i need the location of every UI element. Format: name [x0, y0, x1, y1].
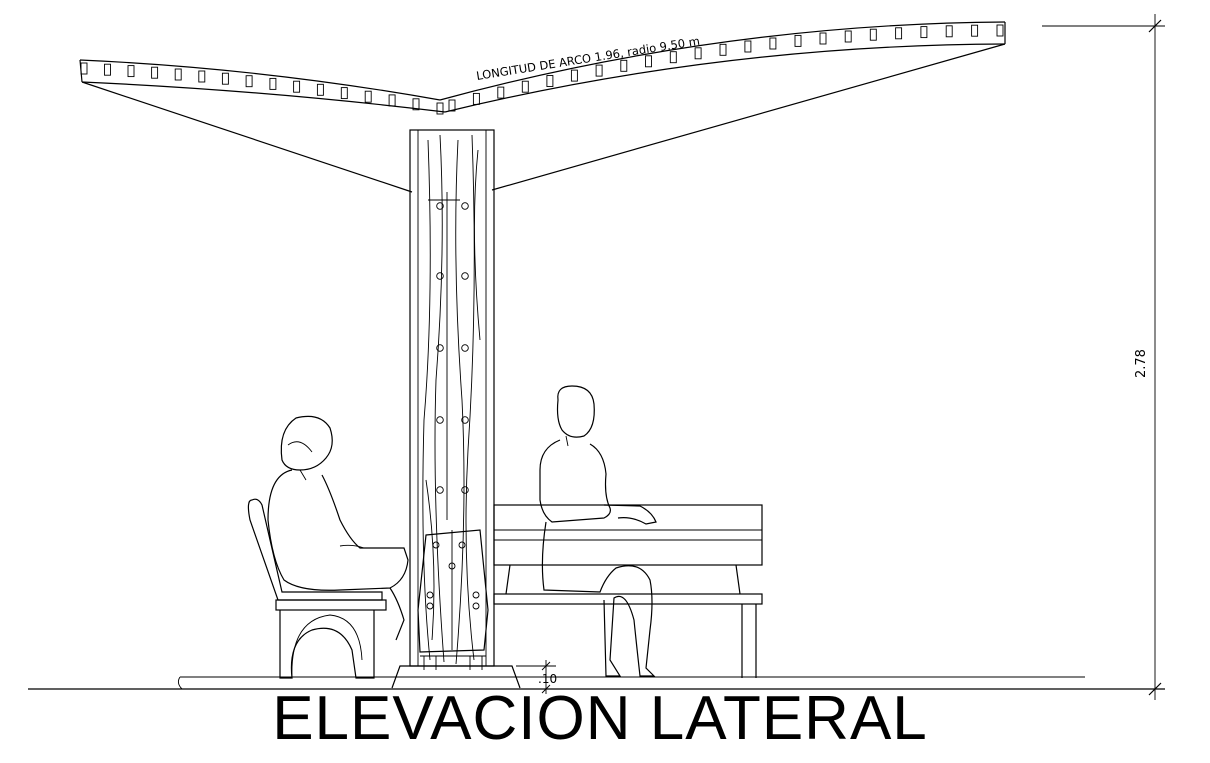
roof-slat — [364, 90, 372, 103]
base-dimension-label: .10 — [538, 672, 557, 686]
roof-slat — [412, 98, 420, 111]
bolt — [436, 486, 444, 494]
roof-slat — [174, 68, 182, 81]
roof-slat — [436, 102, 444, 115]
column-bolts — [426, 202, 480, 610]
roof-slat — [595, 64, 603, 77]
base-bolt — [472, 602, 480, 610]
roof-slat — [769, 37, 777, 50]
roof-slat — [340, 87, 348, 100]
roof-slat — [198, 70, 206, 83]
arc-length-note: LONGITUD DE ARCO 1.96, radio 9.50 m — [475, 34, 700, 83]
roof-slat — [269, 77, 277, 90]
column-base — [391, 529, 521, 689]
roof-slat — [996, 24, 1004, 37]
roof-slat — [645, 55, 652, 68]
height-dimension-label: 2.78 — [1134, 349, 1149, 378]
roof-slat — [694, 47, 702, 60]
left-bench — [247, 498, 387, 679]
roof-slat — [472, 92, 480, 105]
roof-slat — [448, 99, 456, 112]
base-bolt — [458, 541, 466, 549]
roof-slat — [293, 80, 301, 93]
roof-slat — [388, 94, 396, 107]
roof-slats — [80, 24, 1004, 115]
roof-slat — [521, 80, 529, 93]
roof-slat — [971, 24, 979, 37]
bolt — [461, 202, 469, 210]
roof-slat — [127, 65, 135, 78]
wooden-column — [409, 129, 495, 667]
bolt — [461, 272, 469, 280]
bolt — [436, 344, 444, 352]
base-bolt — [432, 541, 440, 549]
roof-slat — [620, 59, 628, 72]
roof-slat — [895, 27, 903, 40]
roof-slat — [920, 26, 928, 39]
roof-slat — [245, 75, 253, 88]
roof-slat — [104, 63, 111, 76]
roof-slat — [719, 43, 727, 56]
bolt — [436, 202, 444, 210]
roof-slat — [794, 34, 802, 47]
bolt — [436, 272, 444, 280]
right-bench — [493, 504, 763, 678]
roof-slat — [819, 32, 827, 45]
seated-person-right — [539, 385, 657, 677]
bolt — [461, 344, 469, 352]
ground-line — [28, 676, 1165, 690]
roof-slat — [869, 28, 877, 41]
roof-slat — [151, 66, 159, 79]
roof-slat — [80, 62, 88, 75]
roof-slat — [221, 72, 229, 85]
bolt — [461, 416, 469, 424]
roof-slat — [570, 69, 578, 82]
height-dimension — [1042, 14, 1165, 700]
base-bolt — [426, 602, 434, 610]
roof-slat — [546, 75, 554, 87]
base-bolt — [426, 591, 434, 599]
base-dimension — [516, 660, 556, 694]
roof-slat — [497, 86, 505, 99]
drawing-title: ELEVACION LATERAL — [272, 684, 928, 753]
canopy-roof — [79, 21, 1006, 193]
base-bolt — [472, 591, 480, 599]
bolt — [436, 416, 444, 424]
seated-person-left — [267, 415, 409, 641]
roof-slat — [945, 25, 953, 38]
roof-slat — [744, 40, 752, 53]
roof-slat — [669, 51, 677, 64]
roof-slat — [316, 83, 324, 96]
bolt — [461, 486, 469, 494]
roof-slat — [844, 30, 852, 43]
